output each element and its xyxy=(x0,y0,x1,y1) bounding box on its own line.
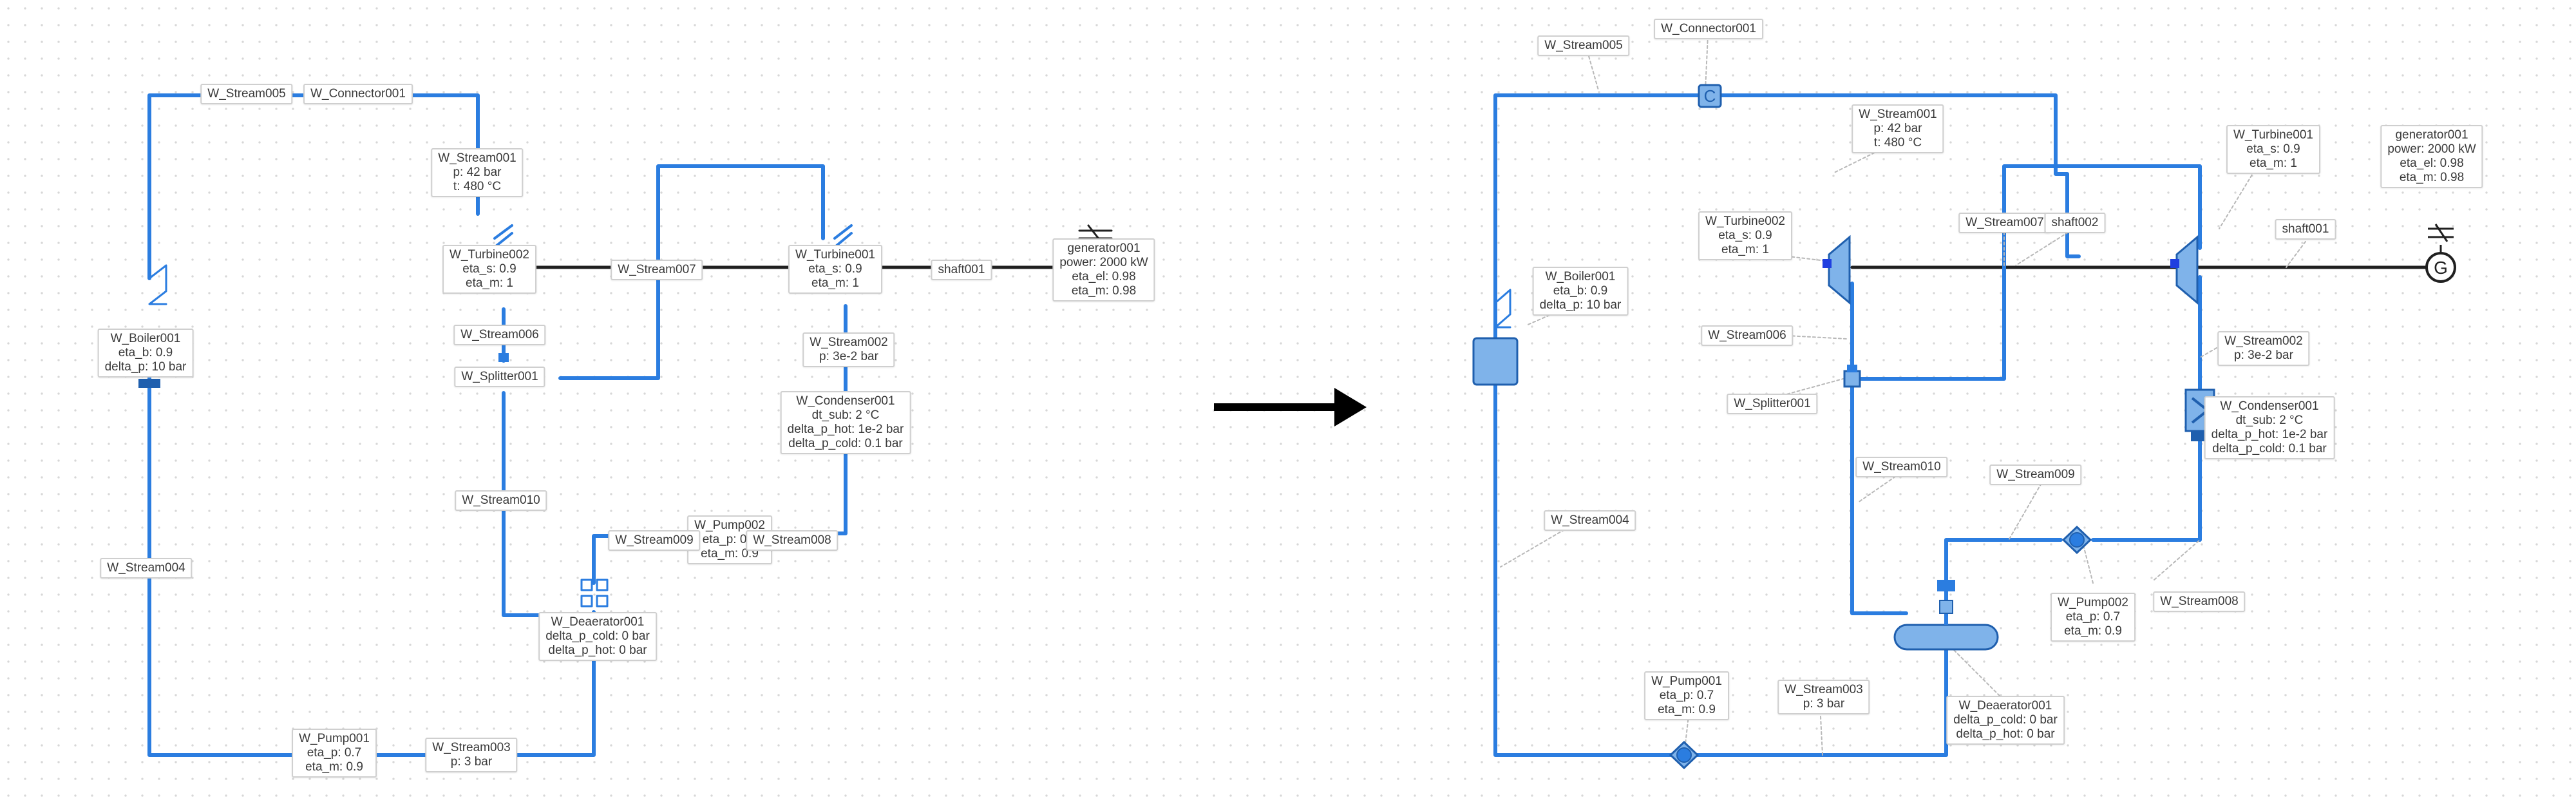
right-boiler[interactable] xyxy=(1472,337,1519,386)
left-label-w-stream005[interactable]: W_Stream005 xyxy=(200,84,293,104)
right-turbine002[interactable] xyxy=(1823,235,1851,305)
right-connector[interactable]: C xyxy=(1698,84,1722,108)
left-label-w-stream008[interactable]: W_Stream008 xyxy=(746,530,838,551)
right-deaerator[interactable] xyxy=(1893,580,1999,651)
right-boiler-zigzag xyxy=(1494,289,1511,329)
right-label-w-stream010[interactable]: W_Stream010 xyxy=(1855,457,1948,477)
left-label-w-stream010[interactable]: W_Stream010 xyxy=(455,490,547,511)
left-label-w-stream006[interactable]: W_Stream006 xyxy=(453,325,546,345)
right-label-w-stream006[interactable]: W_Stream006 xyxy=(1701,325,1794,346)
left-label-w-stream004[interactable]: W_Stream004 xyxy=(100,558,193,579)
left-label-w-stream007[interactable]: W_Stream007 xyxy=(611,260,703,280)
right-stream-boiler-down[interactable] xyxy=(1493,381,1948,757)
right-label-w-stream004[interactable]: W_Stream004 xyxy=(1544,510,1636,531)
right-flowsheet xyxy=(1493,35,2443,757)
right-stream008[interactable] xyxy=(2091,439,2202,542)
left-turbine001-mark xyxy=(833,224,853,247)
left-stream-boiler-down[interactable] xyxy=(147,347,596,757)
right-label-w-stream007[interactable]: W_Stream007 xyxy=(1958,213,2051,233)
right-label-shaft001[interactable]: shaft001 xyxy=(2275,219,2336,240)
left-label-shaft001[interactable]: shaft001 xyxy=(931,260,992,280)
left-splitter-stub xyxy=(498,353,509,362)
right-label-w-stream008[interactable]: W_Stream008 xyxy=(2153,591,2246,612)
right-label-w-connector001[interactable]: W_Connector001 xyxy=(1654,19,1763,39)
right-stream009[interactable] xyxy=(1944,538,2063,587)
right-splitter[interactable] xyxy=(1843,365,1861,388)
left-boiler-zigzag xyxy=(148,264,167,305)
left-stream-top-loop[interactable] xyxy=(147,93,480,280)
right-label-w-splitter001[interactable]: W_Splitter001 xyxy=(1727,394,1818,414)
right-stream-top-loop[interactable] xyxy=(1493,93,2081,340)
left-deaerator-ports xyxy=(580,579,609,608)
right-turbine001[interactable] xyxy=(2170,235,2199,305)
left-label-w-splitter001[interactable]: W_Splitter001 xyxy=(454,367,545,387)
left-label-w-connector001[interactable]: W_Connector001 xyxy=(303,84,413,104)
right-stream010[interactable] xyxy=(1850,385,1908,615)
transformation-arrow xyxy=(1214,388,1367,426)
left-boiler-stub xyxy=(138,379,160,388)
svg-text:C: C xyxy=(1704,86,1716,106)
right-generator[interactable]: G xyxy=(2425,224,2456,283)
svg-text:G: G xyxy=(2434,258,2448,278)
right-pump001[interactable] xyxy=(1669,740,1700,770)
right-components: C G xyxy=(1472,84,2456,770)
right-label-w-stream005[interactable]: W_Stream005 xyxy=(1537,35,1630,56)
left-turbine002-mark xyxy=(493,224,513,247)
left-stream007[interactable] xyxy=(558,164,825,380)
left-label-w-stream009[interactable]: W_Stream009 xyxy=(608,530,701,551)
right-pump002[interactable] xyxy=(2061,525,2092,555)
right-label-w-stream009[interactable]: W_Stream009 xyxy=(1989,464,2082,485)
right-label-shaft002[interactable]: shaft002 xyxy=(2044,213,2106,233)
right-stream007[interactable] xyxy=(1859,164,2202,381)
